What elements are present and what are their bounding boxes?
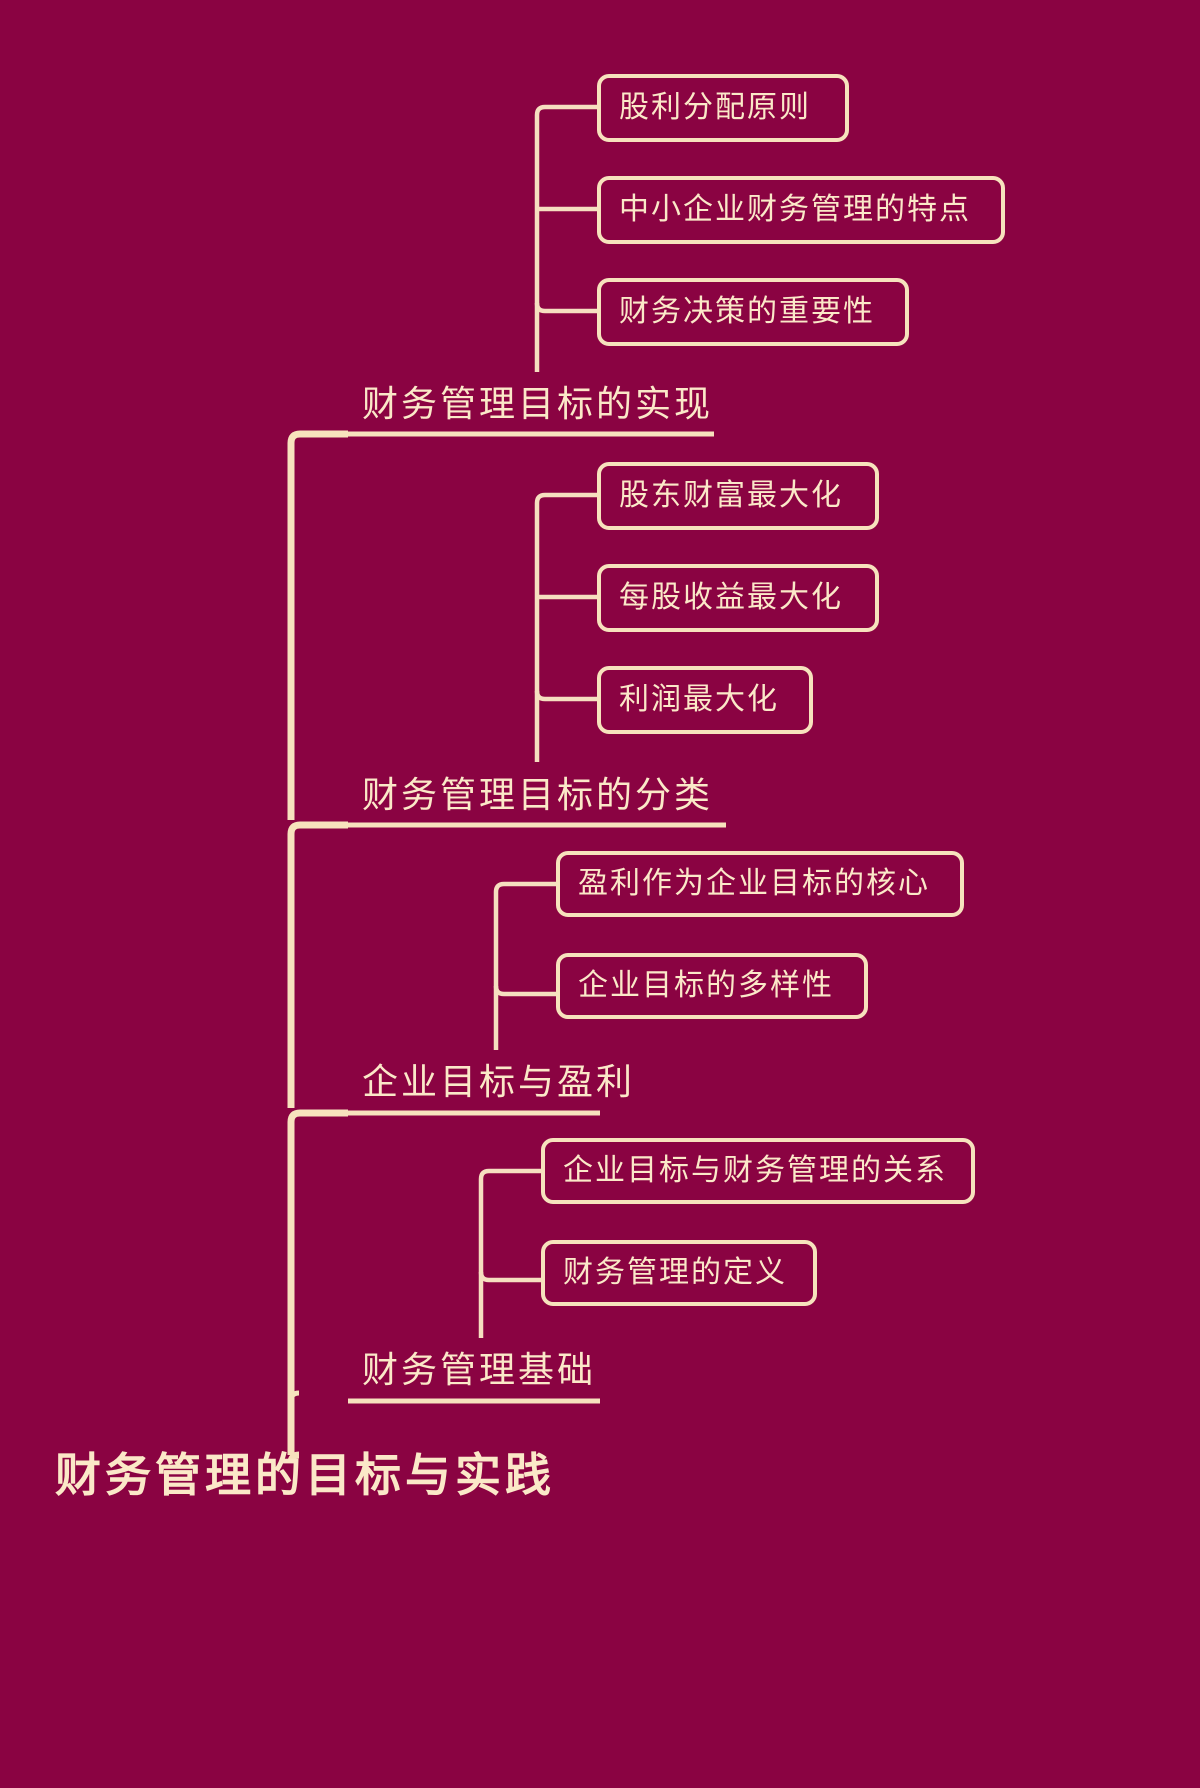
branch-label-text: 企业目标与盈利 <box>362 1062 636 1102</box>
node-label: 利润最大化 <box>619 683 779 716</box>
node-box[interactable]: 企业目标与财务管理的关系 <box>541 1138 975 1204</box>
node-label: 中小企业财务管理的特点 <box>619 193 971 226</box>
node-label: 盈利作为企业目标的核心 <box>578 867 930 900</box>
branch-label[interactable]: 财务管理基础 <box>362 1352 596 1388</box>
node-box[interactable]: 盈利作为企业目标的核心 <box>556 851 964 917</box>
branch-label-text: 财务管理基础 <box>362 1350 597 1390</box>
node-box[interactable]: 财务决策的重要性 <box>597 278 909 346</box>
node-label: 股东财富最大化 <box>619 479 843 512</box>
node-label: 企业目标的多样性 <box>578 969 834 1002</box>
node-label: 企业目标与财务管理的关系 <box>563 1154 947 1187</box>
branch-label-text: 财务管理目标的实现 <box>362 384 714 424</box>
branch-label[interactable]: 财务管理目标的分类 <box>362 777 713 813</box>
branch-label[interactable]: 财务管理目标的实现 <box>362 386 713 422</box>
node-box[interactable]: 股利分配原则 <box>597 74 849 142</box>
node-label: 股利分配原则 <box>619 91 811 124</box>
branch-label-text: 财务管理目标的分类 <box>362 775 714 815</box>
node-box[interactable]: 企业目标的多样性 <box>556 953 868 1019</box>
node-box[interactable]: 每股收益最大化 <box>597 564 879 632</box>
node-box[interactable]: 财务管理的定义 <box>541 1240 817 1306</box>
node-box[interactable]: 中小企业财务管理的特点 <box>597 176 1005 244</box>
node-label: 每股收益最大化 <box>619 581 843 614</box>
root-node-label: 财务管理的目标与实践 <box>55 1450 555 1501</box>
node-box[interactable]: 股东财富最大化 <box>597 462 879 530</box>
node-label: 财务决策的重要性 <box>619 295 875 328</box>
node-label: 财务管理的定义 <box>563 1256 787 1289</box>
root-node[interactable]: 财务管理的目标与实践 <box>55 1453 555 1499</box>
node-box[interactable]: 利润最大化 <box>597 666 813 734</box>
branch-label[interactable]: 企业目标与盈利 <box>362 1064 635 1100</box>
